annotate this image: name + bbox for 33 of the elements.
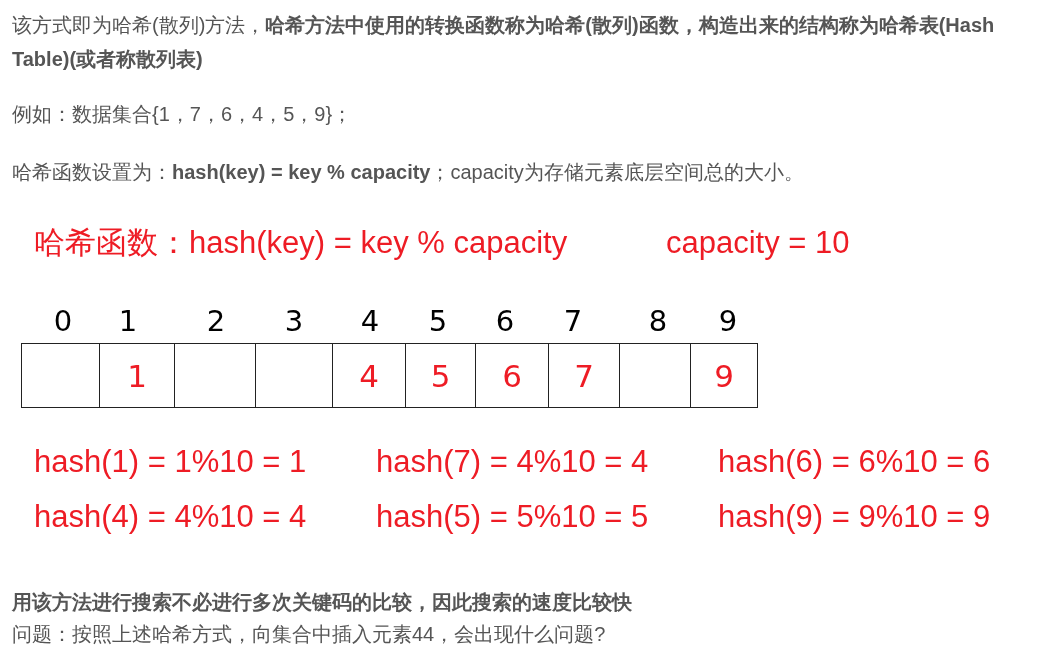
paragraph: 用该方法进行搜索不必进行多次关键码的比较，因此搜索的速度比较快 [12,590,632,614]
formula-heading: 哈希函数：hash(key) = key % capacity [34,224,568,262]
index-number: 2 [206,304,226,339]
table-cell [174,343,256,408]
index-number: 5 [428,304,448,339]
index-number: 6 [495,304,515,339]
index-number: 3 [284,304,304,339]
table-cell: 9 [690,343,758,408]
formula-text: hash(5) = 5%10 = 5 [376,498,649,536]
formula-text: hash(6) = 6%10 = 6 [718,443,991,481]
formula-text: hash(4) = 4%10 = 4 [34,498,307,536]
table-cell: 1 [99,343,175,408]
table-cell: 5 [405,343,476,408]
formula-heading: capacity = 10 [666,224,850,262]
index-number: 7 [563,304,583,339]
formula-text: hash(7) = 4%10 = 4 [376,443,649,481]
index-number: 1 [118,304,138,339]
index-number: 9 [718,304,738,339]
table-cell [21,343,100,408]
paragraph: 该方式即为哈希(散列)方法，哈希方法中使用的转换函数称为哈希(散列)函数，构造出来的结构称为哈希表(Hash Table)(或者称散列表) [12,13,996,72]
index-number: 8 [648,304,668,339]
table-cell [255,343,333,408]
formula-text: hash(1) = 1%10 = 1 [34,443,307,481]
table-cell: 4 [332,343,406,408]
index-number: 0 [53,304,73,339]
paragraph: 哈希函数设置为：hash(key) = key % capacity；capacity为存储元素底层空间总的大小。 [12,160,804,184]
paragraph: 问题：按照上述哈希方式，向集合中插入元素44，会出现什么问题? [12,622,606,646]
formula-text: hash(9) = 9%10 = 9 [718,498,991,536]
table-cell [619,343,691,408]
table-cell: 6 [475,343,549,408]
table-cell: 7 [548,343,620,408]
paragraph: 例如：数据集合{1，7，6，4，5，9}； [12,102,353,126]
index-number: 4 [360,304,380,339]
